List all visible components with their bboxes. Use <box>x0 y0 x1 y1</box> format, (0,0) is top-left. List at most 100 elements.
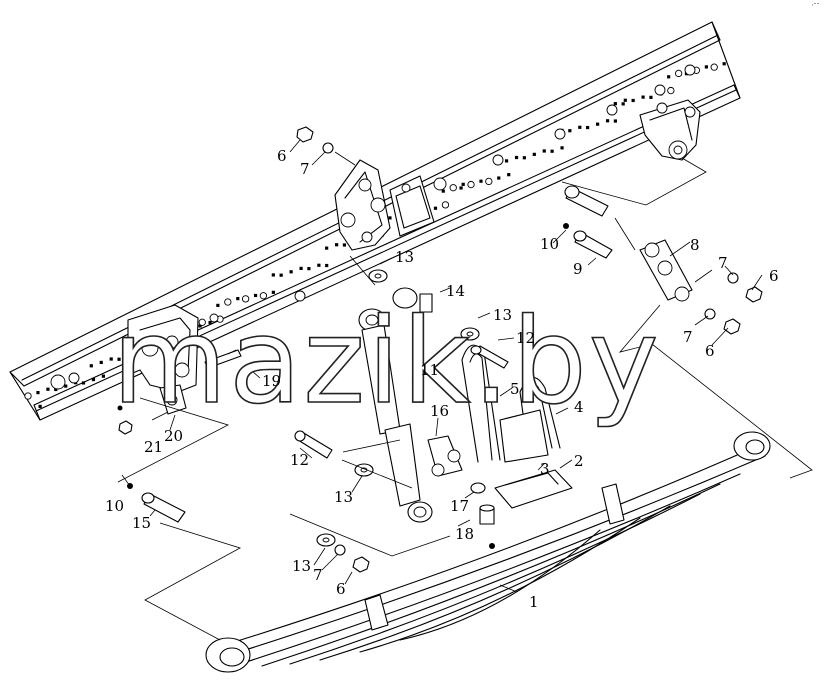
frame-hole <box>595 122 600 126</box>
pin-upper <box>564 185 609 217</box>
frame-hole <box>492 154 504 166</box>
callout-7a: 7 <box>300 160 310 178</box>
frame-hole <box>433 177 447 191</box>
frame-hole <box>325 263 329 268</box>
callout-6a: 6 <box>277 147 287 165</box>
frame-hole <box>684 64 696 76</box>
callout-17: 17 <box>450 497 469 515</box>
corner-mark: ʳ˜˜ <box>812 3 820 10</box>
shackle-8 <box>639 239 693 302</box>
frame-hole <box>259 292 268 300</box>
callout-10a: 10 <box>540 235 559 253</box>
frame-hole <box>433 206 438 210</box>
frame-hole <box>654 84 666 96</box>
frame-hole <box>54 387 58 392</box>
frame-hole <box>667 86 675 95</box>
pin-15 <box>141 492 186 523</box>
frame-hole <box>307 267 311 271</box>
frame-hole <box>578 125 582 129</box>
frame-hole <box>50 374 66 390</box>
frame-hole <box>631 98 635 103</box>
frame-hole <box>449 184 457 192</box>
frame-hole <box>198 324 202 328</box>
callout-19: 19 <box>262 372 281 390</box>
frame-hole <box>674 69 683 78</box>
leader-lines <box>117 139 813 641</box>
shock-upper-bracket <box>389 175 435 237</box>
callout-4: 4 <box>574 398 584 416</box>
spring-seat-pad <box>494 409 573 509</box>
frame-hole <box>485 177 493 186</box>
frame-hole <box>325 246 329 250</box>
frame-hole <box>99 360 103 365</box>
callout-2: 2 <box>574 452 584 470</box>
bolt-19 <box>204 349 242 369</box>
callout-20: 20 <box>164 427 183 445</box>
frame-hole <box>299 266 303 271</box>
callout-12a: 12 <box>516 329 535 347</box>
frame-hole <box>208 320 212 325</box>
frame-hole <box>81 381 86 385</box>
frame-hole <box>532 152 536 156</box>
frame-hole <box>236 297 240 301</box>
callout-10b: 10 <box>105 497 124 515</box>
frame-hole <box>441 189 445 193</box>
center-hanger-bracket <box>334 159 391 251</box>
callout-8: 8 <box>690 236 700 254</box>
frame-hole <box>317 263 321 267</box>
frame-hole <box>89 364 93 368</box>
callout-12b: 12 <box>290 451 309 469</box>
callout-13d: 13 <box>292 557 311 575</box>
callout-1: 1 <box>529 593 539 611</box>
leaf-spring <box>205 431 771 673</box>
callout-labels: 1 2 3 4 5 6 6 6 6 7 7 7 7 8 9 10 10 11 1… <box>105 147 779 611</box>
frame-hole <box>441 201 450 209</box>
rear-hanger-bracket <box>639 99 701 161</box>
frame-hole <box>522 156 526 160</box>
callout-6c: 6 <box>705 342 715 360</box>
frame-hole <box>294 290 306 302</box>
callout-13b: 13 <box>493 306 512 324</box>
nuts <box>117 126 763 573</box>
frame-hole <box>198 318 206 326</box>
frame-hole <box>542 149 546 153</box>
callout-13a: 13 <box>395 248 414 266</box>
callout-16: 16 <box>430 402 449 420</box>
frame-hole <box>91 377 96 382</box>
frame-hole <box>209 313 219 323</box>
watermark: mazik.by <box>112 292 661 430</box>
callout-18: 18 <box>455 525 474 543</box>
frame-hole <box>36 391 40 395</box>
frame-hole <box>586 125 590 130</box>
front-hanger-bracket <box>127 304 199 415</box>
callout-7c: 7 <box>683 328 693 346</box>
callout-13c: 13 <box>334 488 353 506</box>
frame-hole <box>722 62 726 66</box>
callout-15: 15 <box>132 514 151 532</box>
callout-3: 3 <box>540 460 550 478</box>
frame-hole <box>613 119 617 123</box>
frame-hole <box>667 75 671 79</box>
frame-hole <box>554 128 566 140</box>
frame-hole <box>560 146 564 150</box>
frame-hole <box>109 357 113 361</box>
frame-hole <box>38 404 42 408</box>
frame-hole <box>101 374 106 378</box>
frame-hole <box>461 182 465 186</box>
frame-hole <box>623 98 627 102</box>
frame-hole <box>216 303 220 307</box>
washers <box>316 142 739 556</box>
callout-9: 9 <box>573 260 583 278</box>
frame-hole <box>335 243 339 247</box>
callout-7d: 7 <box>313 566 323 584</box>
frame-hole <box>117 357 121 361</box>
callout-21: 21 <box>144 438 163 456</box>
callout-5: 5 <box>510 380 520 398</box>
frame-hole <box>271 273 275 277</box>
frame-hole <box>641 95 645 99</box>
frame-hole <box>289 270 293 274</box>
frame-hole <box>497 176 501 180</box>
frame-hole <box>605 119 610 123</box>
frame-hole <box>710 63 718 71</box>
